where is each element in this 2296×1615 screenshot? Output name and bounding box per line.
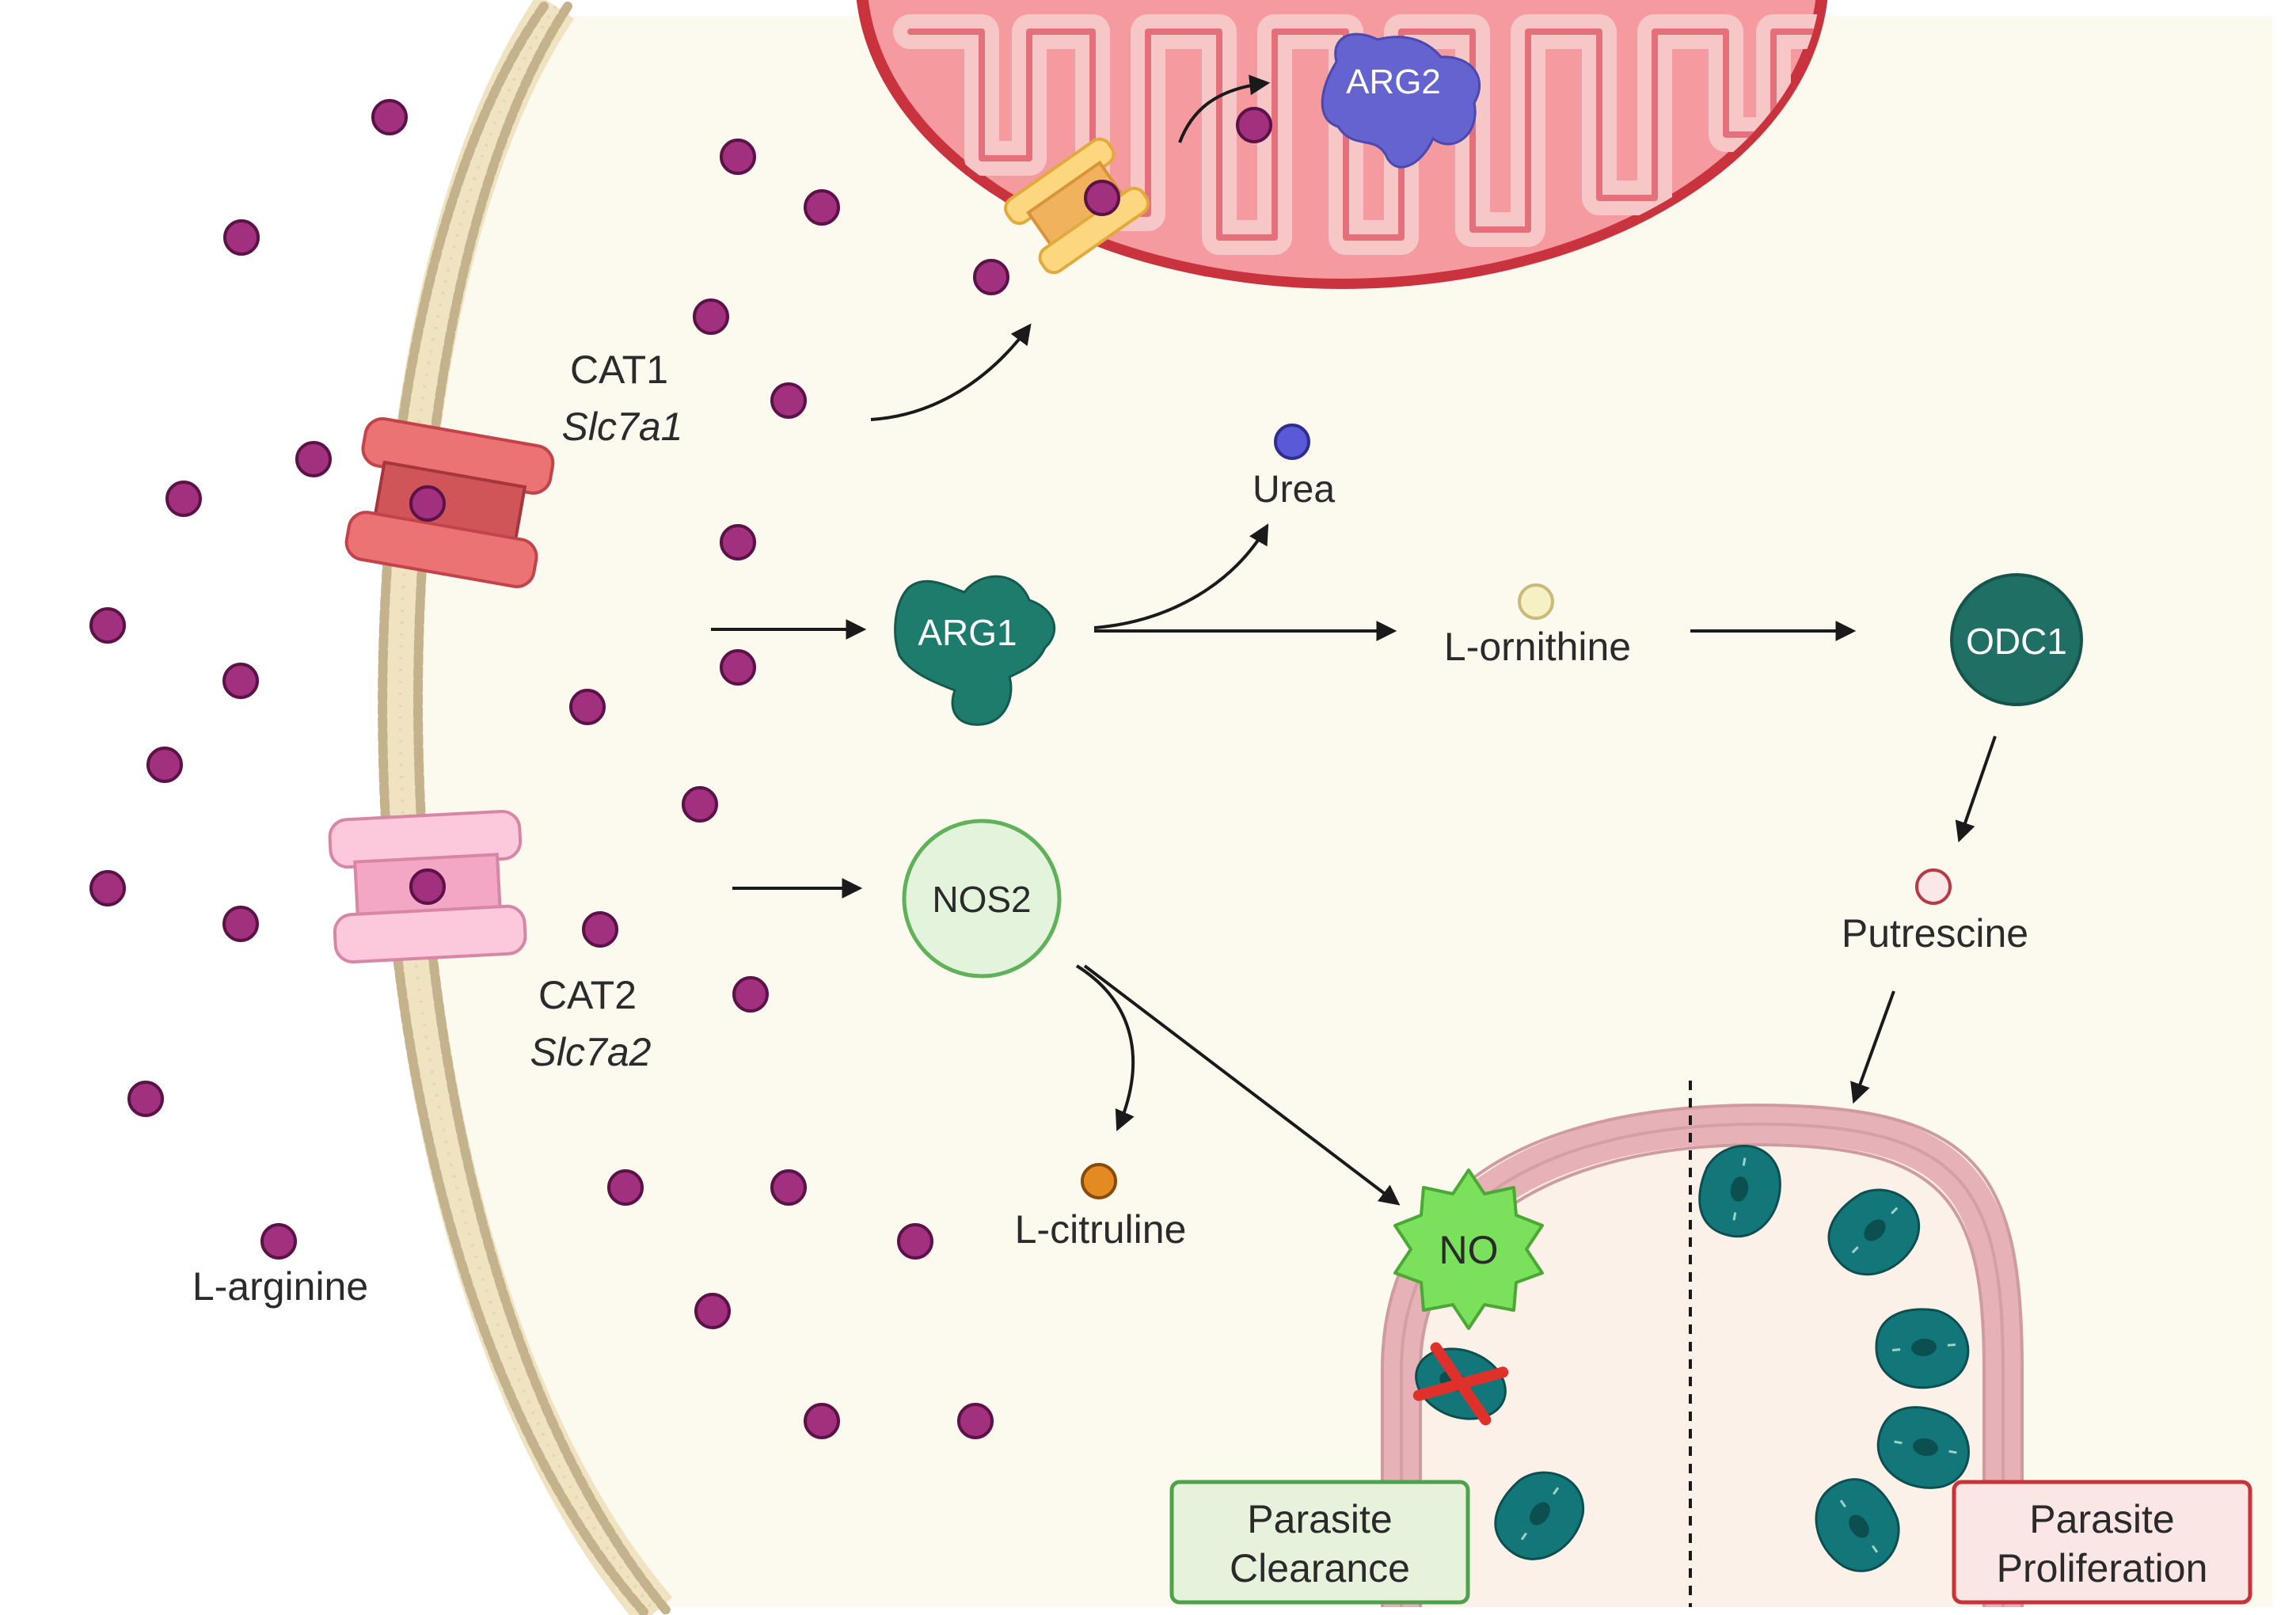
arrow-icon xyxy=(1850,990,1895,1104)
arginine-molecule xyxy=(770,1169,807,1206)
parasite xyxy=(1698,1145,1781,1238)
parasite-clearance-box: Parasite Clearance xyxy=(1169,1480,1470,1605)
l-citruline-molecule: L-citruline xyxy=(1015,1163,1187,1252)
parasite xyxy=(1494,1471,1585,1560)
arginine-molecule xyxy=(720,649,756,686)
arginine-molecule xyxy=(127,1081,164,1117)
nos2-label: NOS2 xyxy=(932,879,1031,920)
urea-molecule: Urea xyxy=(1253,424,1335,511)
arginine-molecule xyxy=(295,441,332,477)
l-ornithine-label: L-ornithine xyxy=(1444,625,1631,669)
cat2-label: CAT2 xyxy=(538,973,637,1017)
mitochondrial-cristae xyxy=(893,14,1821,255)
arrow-icon xyxy=(1083,964,1401,1206)
cat2-gene-label: Slc7a2 xyxy=(530,1030,652,1074)
cat1-label: CAT1 xyxy=(570,348,668,392)
arg2-enzyme: ARG2 xyxy=(1321,32,1481,169)
cell-membrane xyxy=(378,0,673,1615)
parasite xyxy=(1875,1308,1970,1389)
cross-mark-icon xyxy=(1412,1342,1509,1426)
l-citruline-label: L-citruline xyxy=(1015,1207,1187,1252)
odc1-enzyme: ODC1 xyxy=(1950,573,2083,706)
nos2-enzyme: NOS2 xyxy=(902,819,1062,978)
arginine-molecule xyxy=(897,1223,933,1260)
arginine-molecule xyxy=(569,689,606,725)
parasite-dead xyxy=(1412,1342,1509,1426)
putrescine-label: Putrescine xyxy=(1842,911,2028,956)
arg2-label: ARG2 xyxy=(1346,63,1441,101)
arginine-molecule xyxy=(804,1403,840,1439)
arginine-molecule xyxy=(804,189,840,226)
clearance-line-1: Parasite xyxy=(1247,1497,1392,1541)
arginine-molecule xyxy=(222,663,259,699)
arrow-icon xyxy=(1955,735,1997,843)
arginine-molecule xyxy=(694,1293,731,1329)
arrow-icon xyxy=(870,323,1032,421)
nitric-oxide: NO xyxy=(1393,1168,1544,1330)
cat2-labels: CAT2 Slc7a2 xyxy=(530,973,652,1074)
arginine-molecule xyxy=(770,382,807,419)
arginine-molecule xyxy=(371,99,408,135)
arg1-label: ARG1 xyxy=(918,612,1017,653)
urea-label: Urea xyxy=(1253,469,1335,511)
arginine-molecule xyxy=(1084,180,1120,216)
arginine-molecule xyxy=(732,976,769,1013)
parasites xyxy=(1412,1145,1970,1572)
arg1-enzyme: ARG1 xyxy=(894,575,1056,726)
arginine-molecule xyxy=(973,259,1009,295)
arginine-molecule xyxy=(409,485,446,522)
cat1-gene-label: Slc7a1 xyxy=(562,405,683,449)
parasite xyxy=(1815,1478,1900,1572)
arginine-molecule xyxy=(89,870,126,906)
cat1-labels: CAT1 Slc7a1 xyxy=(562,348,683,449)
clearance-line-2: Clearance xyxy=(1230,1546,1410,1590)
arginine-molecule xyxy=(1236,107,1272,143)
cat1-transporter xyxy=(344,417,555,588)
arginine-molecule xyxy=(682,786,718,823)
arginine-molecule xyxy=(957,1403,994,1439)
l-arginine-molecules xyxy=(89,99,1272,1439)
arginine-molecule xyxy=(222,906,259,942)
arginine-molecule xyxy=(607,1169,644,1206)
arginine-molecule xyxy=(260,1223,297,1260)
arginine-molecule xyxy=(582,911,618,948)
pathway-arrows xyxy=(711,74,1997,1206)
arginine-molecule xyxy=(223,219,260,256)
arginine-molecule xyxy=(146,747,183,783)
arginine-molecule xyxy=(720,139,756,175)
parasite xyxy=(1827,1188,1920,1276)
proliferation-line-1: Parasite xyxy=(2029,1497,2174,1541)
odc1-label: ODC1 xyxy=(1966,621,2067,662)
putrescine-molecule: Putrescine xyxy=(1842,868,2028,956)
arginine-molecule xyxy=(165,481,202,517)
arrow-icon xyxy=(1093,523,1269,629)
no-label: NO xyxy=(1439,1228,1499,1272)
proliferation-line-2: Proliferation xyxy=(1997,1546,2208,1590)
l-arginine-label: L-arginine xyxy=(192,1264,368,1309)
parasite xyxy=(1876,1406,1970,1489)
l-ornithine-molecule: L-ornithine xyxy=(1444,583,1631,669)
parasite-proliferation-box: Parasite Proliferation xyxy=(1952,1480,2252,1605)
arrow-icon xyxy=(1075,964,1135,1131)
arginine-molecule xyxy=(89,607,126,644)
arginine-molecule xyxy=(720,524,756,560)
arginine-molecule xyxy=(693,298,729,335)
arginine-molecule xyxy=(409,868,446,905)
arrow-icon xyxy=(1178,74,1271,143)
